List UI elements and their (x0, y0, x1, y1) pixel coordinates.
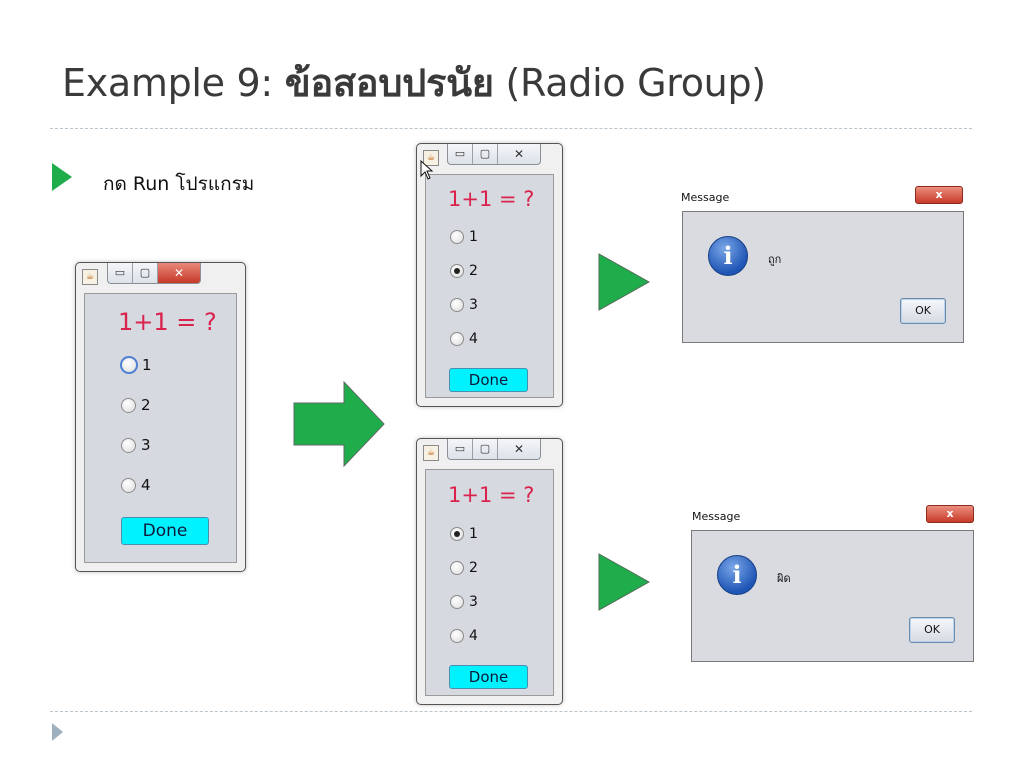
close-icon[interactable]: x (926, 505, 974, 523)
radio-option-3[interactable]: 3 (450, 297, 478, 313)
window-titlebar: ☕ ▭ ▢ ✕ (417, 144, 562, 170)
radio-option-2[interactable]: 2 (450, 560, 478, 576)
radio-button[interactable] (121, 437, 136, 453)
question-label: 1+1 = ? (448, 187, 535, 211)
bullet-triangle-icon (52, 163, 72, 191)
window-content: 1+1 = ? 1 2 3 4 Done (84, 293, 237, 563)
radio-label: 1 (469, 229, 478, 245)
question-label: 1+1 = ? (448, 483, 535, 507)
info-icon: i (717, 555, 757, 595)
message-dialog-wrong: i ผิด OK (691, 530, 974, 662)
java-window-correct: ☕ ▭ ▢ ✕ 1+1 = ? 1 2 3 4 Done (416, 143, 563, 407)
minimize-icon[interactable]: ▭ (448, 439, 473, 459)
arrow-right-icon (293, 380, 385, 468)
window-titlebar: ☕ ▭ ▢ ✕ (76, 263, 245, 289)
radio-label: 2 (141, 396, 151, 414)
radio-label: 1 (469, 526, 478, 542)
footer-triangle-icon (52, 723, 63, 741)
radio-option-3[interactable]: 3 (121, 436, 151, 454)
bullet-text: กด Run โปรแกรม (103, 173, 255, 195)
radio-button-selected[interactable] (450, 527, 464, 541)
title-suffix: (Radio Group) (493, 61, 766, 105)
caption-buttons: ▭ ▢ ✕ (447, 144, 541, 165)
radio-option-1[interactable]: 1 (450, 526, 478, 542)
radio-label: 4 (469, 331, 478, 347)
radio-label: 3 (469, 594, 478, 610)
close-icon[interactable]: ✕ (513, 442, 525, 456)
maximize-icon[interactable]: ▢ (473, 144, 498, 164)
info-icon: i (708, 236, 748, 276)
question-label: 1+1 = ? (118, 308, 217, 336)
dialog-message: ผิด (777, 572, 791, 585)
footer-divider (50, 711, 972, 712)
ok-button[interactable]: OK (909, 617, 955, 643)
arrow-play-icon (598, 553, 650, 611)
java-window-initial: ☕ ▭ ▢ ✕ 1+1 = ? 1 2 3 4 Done (75, 262, 246, 572)
done-button[interactable]: Done (449, 368, 528, 392)
dialog-title: Message (692, 510, 741, 523)
message-dialog-correct: i ถูก OK (682, 211, 964, 343)
dialog-title: Message (681, 191, 730, 204)
radio-label: 4 (469, 628, 478, 644)
close-icon[interactable]: x (915, 186, 963, 204)
title-prefix: Example 9: (62, 61, 285, 105)
maximize-icon[interactable]: ▢ (133, 263, 158, 283)
radio-option-3[interactable]: 3 (450, 594, 478, 610)
minimize-icon[interactable]: ▭ (448, 144, 473, 164)
radio-button[interactable] (450, 561, 464, 575)
radio-button[interactable] (450, 298, 464, 312)
mouse-cursor-icon (420, 160, 434, 180)
radio-option-2[interactable]: 2 (450, 263, 478, 279)
window-content: 1+1 = ? 1 2 3 4 Done (425, 469, 554, 696)
radio-label: 4 (141, 476, 151, 494)
radio-option-4[interactable]: 4 (450, 331, 478, 347)
radio-button[interactable] (450, 230, 464, 244)
maximize-icon[interactable]: ▢ (473, 439, 498, 459)
radio-button[interactable] (121, 477, 136, 493)
ok-button[interactable]: OK (900, 298, 946, 324)
window-titlebar: ☕ ▭ ▢ ✕ (417, 439, 562, 465)
window-content: 1+1 = ? 1 2 3 4 Done (425, 174, 554, 398)
radio-option-4[interactable]: 4 (121, 476, 151, 494)
title-divider (50, 128, 972, 129)
radio-button[interactable] (450, 595, 464, 609)
done-button[interactable]: Done (121, 517, 209, 545)
title-thai: ข้อสอบปรนัย (284, 61, 494, 105)
java-window-wrong: ☕ ▭ ▢ ✕ 1+1 = ? 1 2 3 4 Done (416, 438, 563, 705)
java-icon: ☕ (423, 445, 439, 461)
radio-button[interactable] (450, 332, 464, 346)
radio-option-1[interactable]: 1 (450, 229, 478, 245)
radio-label: 2 (469, 263, 478, 279)
radio-button[interactable] (450, 629, 464, 643)
dialog-message: ถูก (768, 253, 782, 266)
radio-button[interactable] (121, 397, 136, 413)
radio-button-selected[interactable] (450, 264, 464, 278)
radio-button[interactable] (120, 356, 138, 374)
java-icon: ☕ (423, 150, 439, 166)
radio-option-2[interactable]: 2 (121, 396, 151, 414)
radio-label: 1 (142, 356, 152, 374)
radio-label: 2 (469, 560, 478, 576)
java-icon: ☕ (82, 269, 98, 285)
close-icon[interactable]: ✕ (513, 147, 525, 161)
arrow-play-icon (598, 253, 650, 311)
radio-option-1[interactable]: 1 (120, 356, 152, 374)
caption-buttons: ▭ ▢ ✕ (107, 263, 201, 284)
done-button[interactable]: Done (449, 665, 528, 689)
caption-buttons: ▭ ▢ ✕ (447, 439, 541, 460)
radio-label: 3 (141, 436, 151, 454)
radio-option-4[interactable]: 4 (450, 628, 478, 644)
slide-title: Example 9: ข้อสอบปรนัย (Radio Group) (62, 52, 766, 113)
close-icon[interactable]: ✕ (158, 263, 200, 283)
radio-label: 3 (469, 297, 478, 313)
minimize-icon[interactable]: ▭ (108, 263, 133, 283)
